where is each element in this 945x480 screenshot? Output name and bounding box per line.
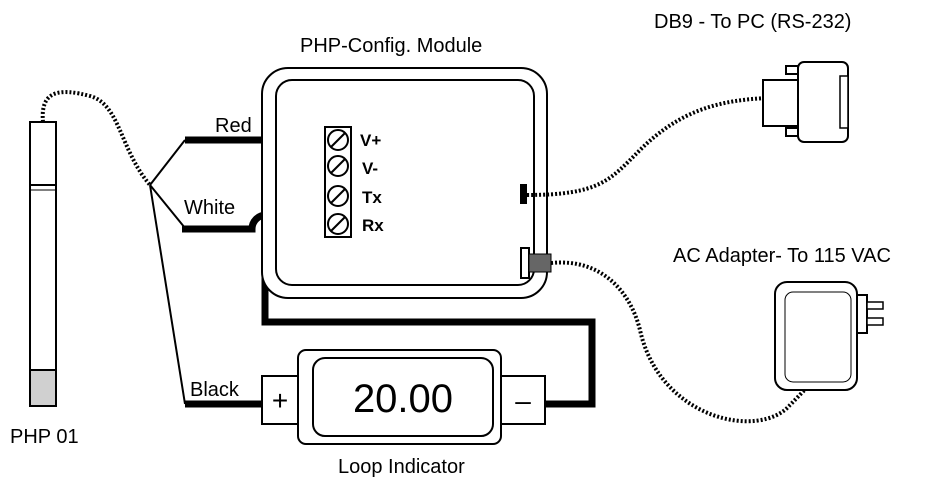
probe-label: PHP 01 [10, 426, 79, 448]
loop-indicator-label: Loop Indicator [338, 456, 465, 478]
indicator-minus: – [515, 385, 531, 416]
screw-terminal-vplus [327, 129, 349, 151]
loop-indicator [261, 349, 546, 445]
ac-adapter [774, 281, 884, 391]
screw-terminal-rx [327, 213, 349, 235]
terminal-label-vplus: V+ [360, 131, 381, 150]
probe [29, 121, 57, 407]
power-jack [520, 247, 552, 279]
module-title: PHP-Config. Module [300, 35, 482, 57]
ac-adapter-label: AC Adapter- To 115 VAC [673, 245, 891, 267]
screw-terminal-vminus [327, 155, 349, 177]
black-wire-label: Black [190, 379, 240, 401]
db9-cable [526, 96, 769, 197]
red-wire-label: Red [215, 115, 252, 137]
terminal-label-vminus: V- [362, 159, 378, 178]
db9-label: DB9 - To PC (RS-232) [654, 11, 851, 33]
probe-cable-split [149, 139, 186, 405]
config-module [261, 67, 548, 299]
terminal-label-rx: Rx [362, 216, 384, 235]
db9-connector [762, 61, 849, 143]
white-wire-label: White [184, 197, 235, 219]
screw-terminal-tx [327, 185, 349, 207]
probe-cable [40, 90, 152, 187]
serial-port [520, 184, 527, 204]
terminal-label-tx: Tx [362, 188, 382, 207]
indicator-reading: 20.00 [353, 377, 453, 421]
indicator-plus: + [272, 385, 288, 416]
terminal-block [324, 126, 352, 238]
